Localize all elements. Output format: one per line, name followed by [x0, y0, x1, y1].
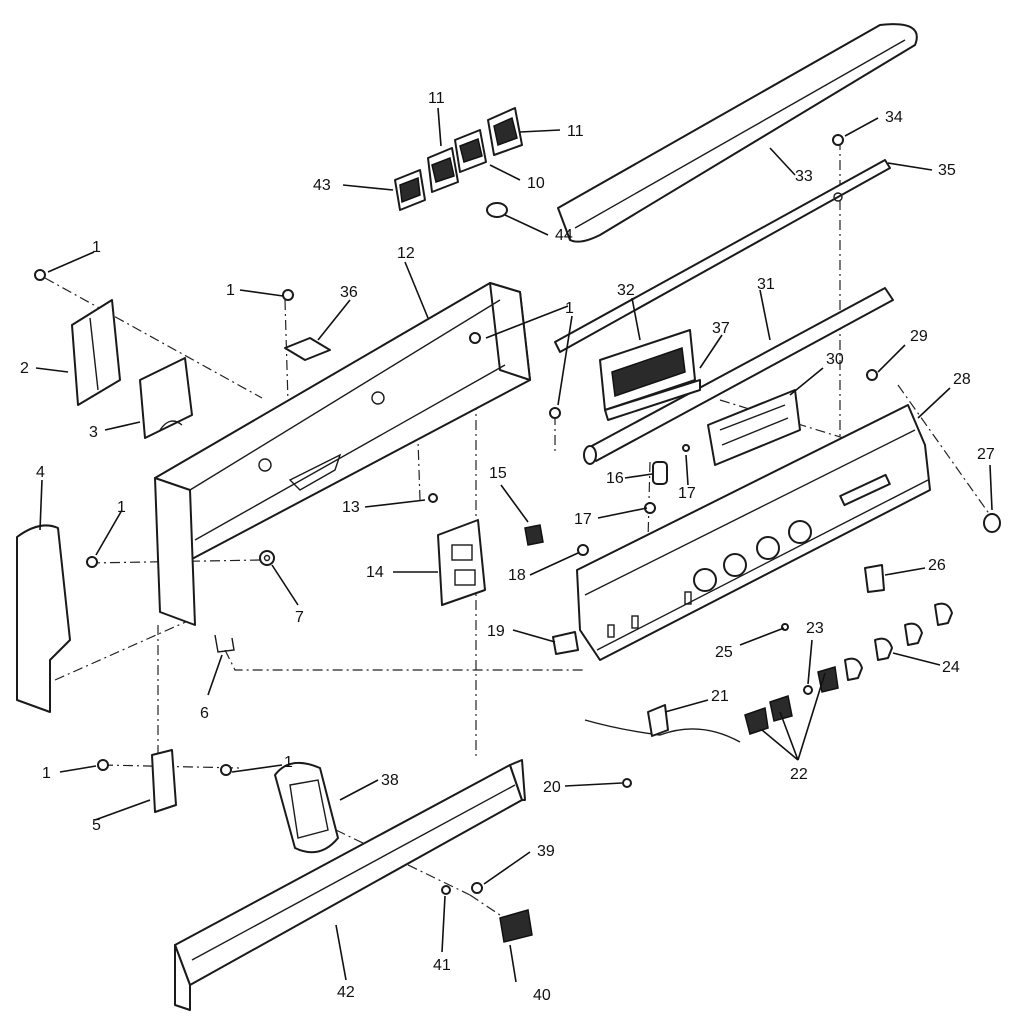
callout-17: 17 [678, 485, 696, 502]
callout-24: 24 [942, 659, 960, 676]
callout-16: 16 [606, 470, 624, 487]
callout-7: 7 [295, 609, 304, 626]
callout-37: 37 [712, 320, 730, 337]
part-36-plate [284, 337, 331, 361]
part-3-bracket [139, 357, 193, 439]
callout-27: 27 [977, 446, 995, 463]
callout-21: 21 [711, 688, 729, 705]
screws-part-1 [34, 134, 878, 776]
callout-11: 11 [428, 90, 445, 107]
callout-18: 18 [508, 567, 526, 584]
part-13-screw [428, 493, 438, 503]
part-20-screw [622, 778, 632, 788]
part-28-control-panel [576, 404, 931, 661]
part-6-clip [214, 634, 235, 653]
callout-11: 11 [567, 123, 584, 140]
part-15-switch [524, 524, 544, 546]
callout-36: 36 [340, 284, 358, 301]
callout-15: 15 [489, 465, 507, 482]
callout-1: 1 [565, 300, 574, 317]
callout-13: 13 [342, 499, 360, 516]
callout-26: 26 [928, 557, 946, 574]
part-26-clip [864, 564, 885, 593]
part-5-clip [151, 749, 177, 813]
callout-1: 1 [284, 754, 293, 771]
callout-43: 43 [313, 177, 331, 194]
part-2-bracket [71, 299, 121, 406]
callout-44: 44 [555, 227, 573, 244]
leader-lines [35, 107, 993, 983]
part-35-rail [554, 159, 891, 353]
callout-12: 12 [397, 245, 415, 262]
part-41-screw [441, 885, 451, 895]
callout-42: 42 [337, 984, 355, 1001]
callout-35: 35 [938, 162, 956, 179]
part-42-bottom-panel [174, 759, 526, 1011]
part-19-bracket [552, 631, 579, 655]
callout-20: 20 [543, 779, 561, 796]
part-31-tube [583, 287, 894, 465]
callout-23: 23 [806, 620, 824, 637]
callout-1: 1 [117, 499, 126, 516]
callout-32: 32 [617, 282, 635, 299]
part-16-bulb [652, 461, 668, 485]
callout-30: 30 [826, 351, 844, 368]
callout-22: 22 [790, 766, 808, 783]
callout-1: 1 [42, 765, 51, 782]
callout-4: 4 [36, 464, 45, 481]
callout-5: 5 [92, 817, 101, 834]
callout-33: 33 [795, 168, 813, 185]
part-38-pad [274, 761, 339, 854]
part-30-bracket [707, 389, 801, 466]
part-32-display-assembly [599, 329, 701, 421]
callout-2: 2 [20, 360, 29, 377]
callout-19: 19 [487, 623, 505, 640]
part-33-top-trim [557, 23, 918, 243]
callout-3: 3 [89, 424, 98, 441]
callout-28: 28 [953, 371, 971, 388]
callout-1: 1 [92, 239, 101, 256]
part-44-washer [486, 202, 508, 218]
knobs-group [744, 602, 953, 735]
callout-10: 10 [527, 175, 545, 192]
callout-38: 38 [381, 772, 399, 789]
callout-1: 1 [226, 282, 235, 299]
callout-labels: 1 2 3 4 5 6 7 1 1 1 1 1 36 12 13 14 15 1… [20, 90, 995, 1004]
callout-31: 31 [757, 276, 775, 293]
part-39-nut [471, 882, 483, 894]
part-12-back-panel [154, 282, 531, 626]
callout-17: 17 [574, 511, 592, 528]
switch-block-assembly [394, 107, 523, 211]
callout-29: 29 [910, 328, 928, 345]
callout-6: 6 [200, 705, 209, 722]
callout-40: 40 [533, 987, 551, 1004]
part-21-clip [584, 704, 741, 743]
part-4-side-panel [16, 524, 71, 713]
part-14-module [437, 519, 486, 606]
callout-39: 39 [537, 843, 555, 860]
part-27-cap [983, 513, 1001, 533]
callout-14: 14 [366, 564, 384, 581]
part-40-plate [499, 909, 533, 943]
callout-25: 25 [715, 644, 733, 661]
callout-34: 34 [885, 109, 903, 126]
part-7-washer [259, 550, 275, 566]
callout-41: 41 [433, 957, 451, 974]
